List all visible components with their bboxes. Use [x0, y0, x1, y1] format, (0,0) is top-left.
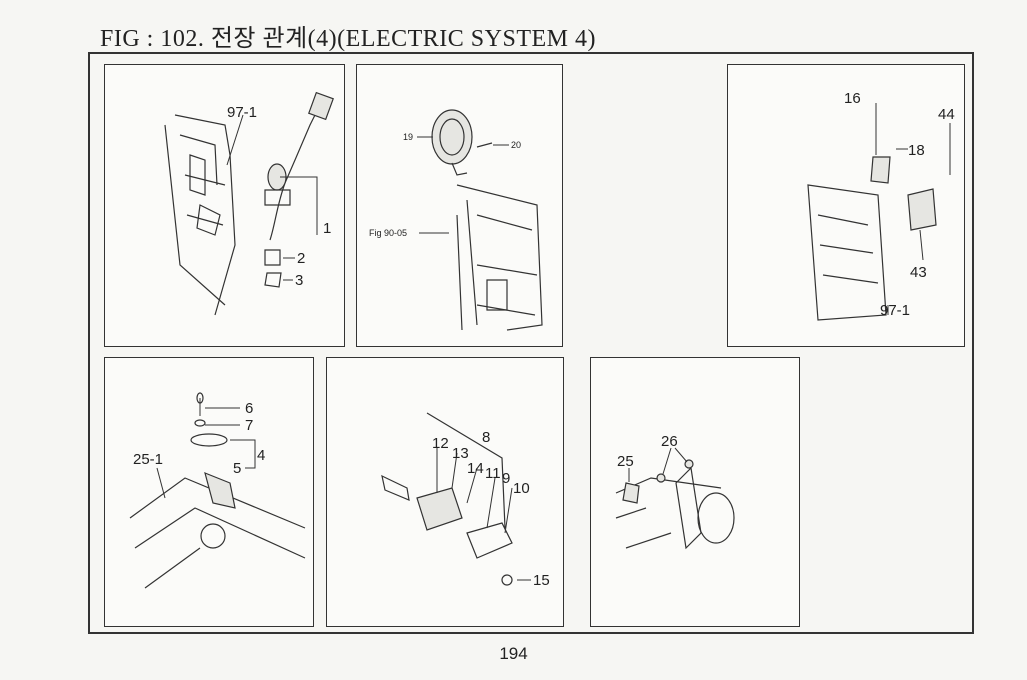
label-97-1: 97-1	[227, 104, 257, 121]
relay-drawing: 16 18 44 43 97-1	[807, 90, 955, 321]
label-4: 4	[257, 447, 265, 464]
label-7: 7	[245, 417, 253, 434]
switch-bracket-drawing: 8 12 13 14 11 9 10 15	[381, 412, 550, 589]
label-26: 26	[661, 433, 678, 450]
page-number: 194	[499, 644, 528, 663]
figure-frame	[88, 52, 974, 634]
panel-solenoid-assembly: 97-1 1 2 3	[104, 64, 345, 347]
panel-horn: 19 20 Fig 90-05	[356, 64, 563, 347]
label-20: 20	[511, 140, 521, 150]
panel-fuel-sender: 6 7 4 5 25-1	[104, 357, 314, 627]
label-6: 6	[245, 400, 253, 417]
label-11: 11	[485, 465, 501, 482]
horn-drawing: 19 20 Fig 90-05	[369, 109, 543, 331]
panel-relay: 16 18 44 43 97-1	[727, 64, 965, 347]
label-12: 12	[432, 435, 449, 452]
figure-title: FIG : 102. 전장 관계(4)(ELECTRIC SYSTEM 4)	[100, 26, 596, 52]
label-16: 16	[844, 90, 861, 107]
label-2: 2	[297, 250, 305, 267]
label-25: 25	[617, 453, 634, 470]
label-13: 13	[452, 445, 469, 462]
fuel-sender-drawing: 6 7 4 5 25-1	[129, 392, 306, 589]
label-43: 43	[910, 264, 927, 281]
label-fig-90-05: Fig 90-05	[369, 228, 407, 238]
label-97-1b: 97-1	[880, 302, 910, 319]
sensor-drawing: 25 26	[615, 433, 735, 550]
label-8: 8	[482, 429, 490, 446]
label-14: 14	[467, 460, 484, 477]
panel-sensor: 25 26	[590, 357, 800, 627]
label-10: 10	[513, 480, 530, 497]
label-19: 19	[403, 132, 413, 142]
label-3: 3	[295, 272, 303, 289]
label-15: 15	[533, 572, 550, 589]
label-44: 44	[938, 106, 955, 123]
label-18: 18	[908, 142, 925, 159]
label-1: 1	[323, 220, 331, 237]
label-5: 5	[233, 460, 241, 477]
label-9: 9	[502, 470, 510, 487]
panel-switch-bracket: 8 12 13 14 11 9 10 15	[326, 357, 564, 627]
solenoid-drawing: 97-1 1 2 3	[164, 91, 334, 316]
label-25-1: 25-1	[133, 451, 163, 468]
